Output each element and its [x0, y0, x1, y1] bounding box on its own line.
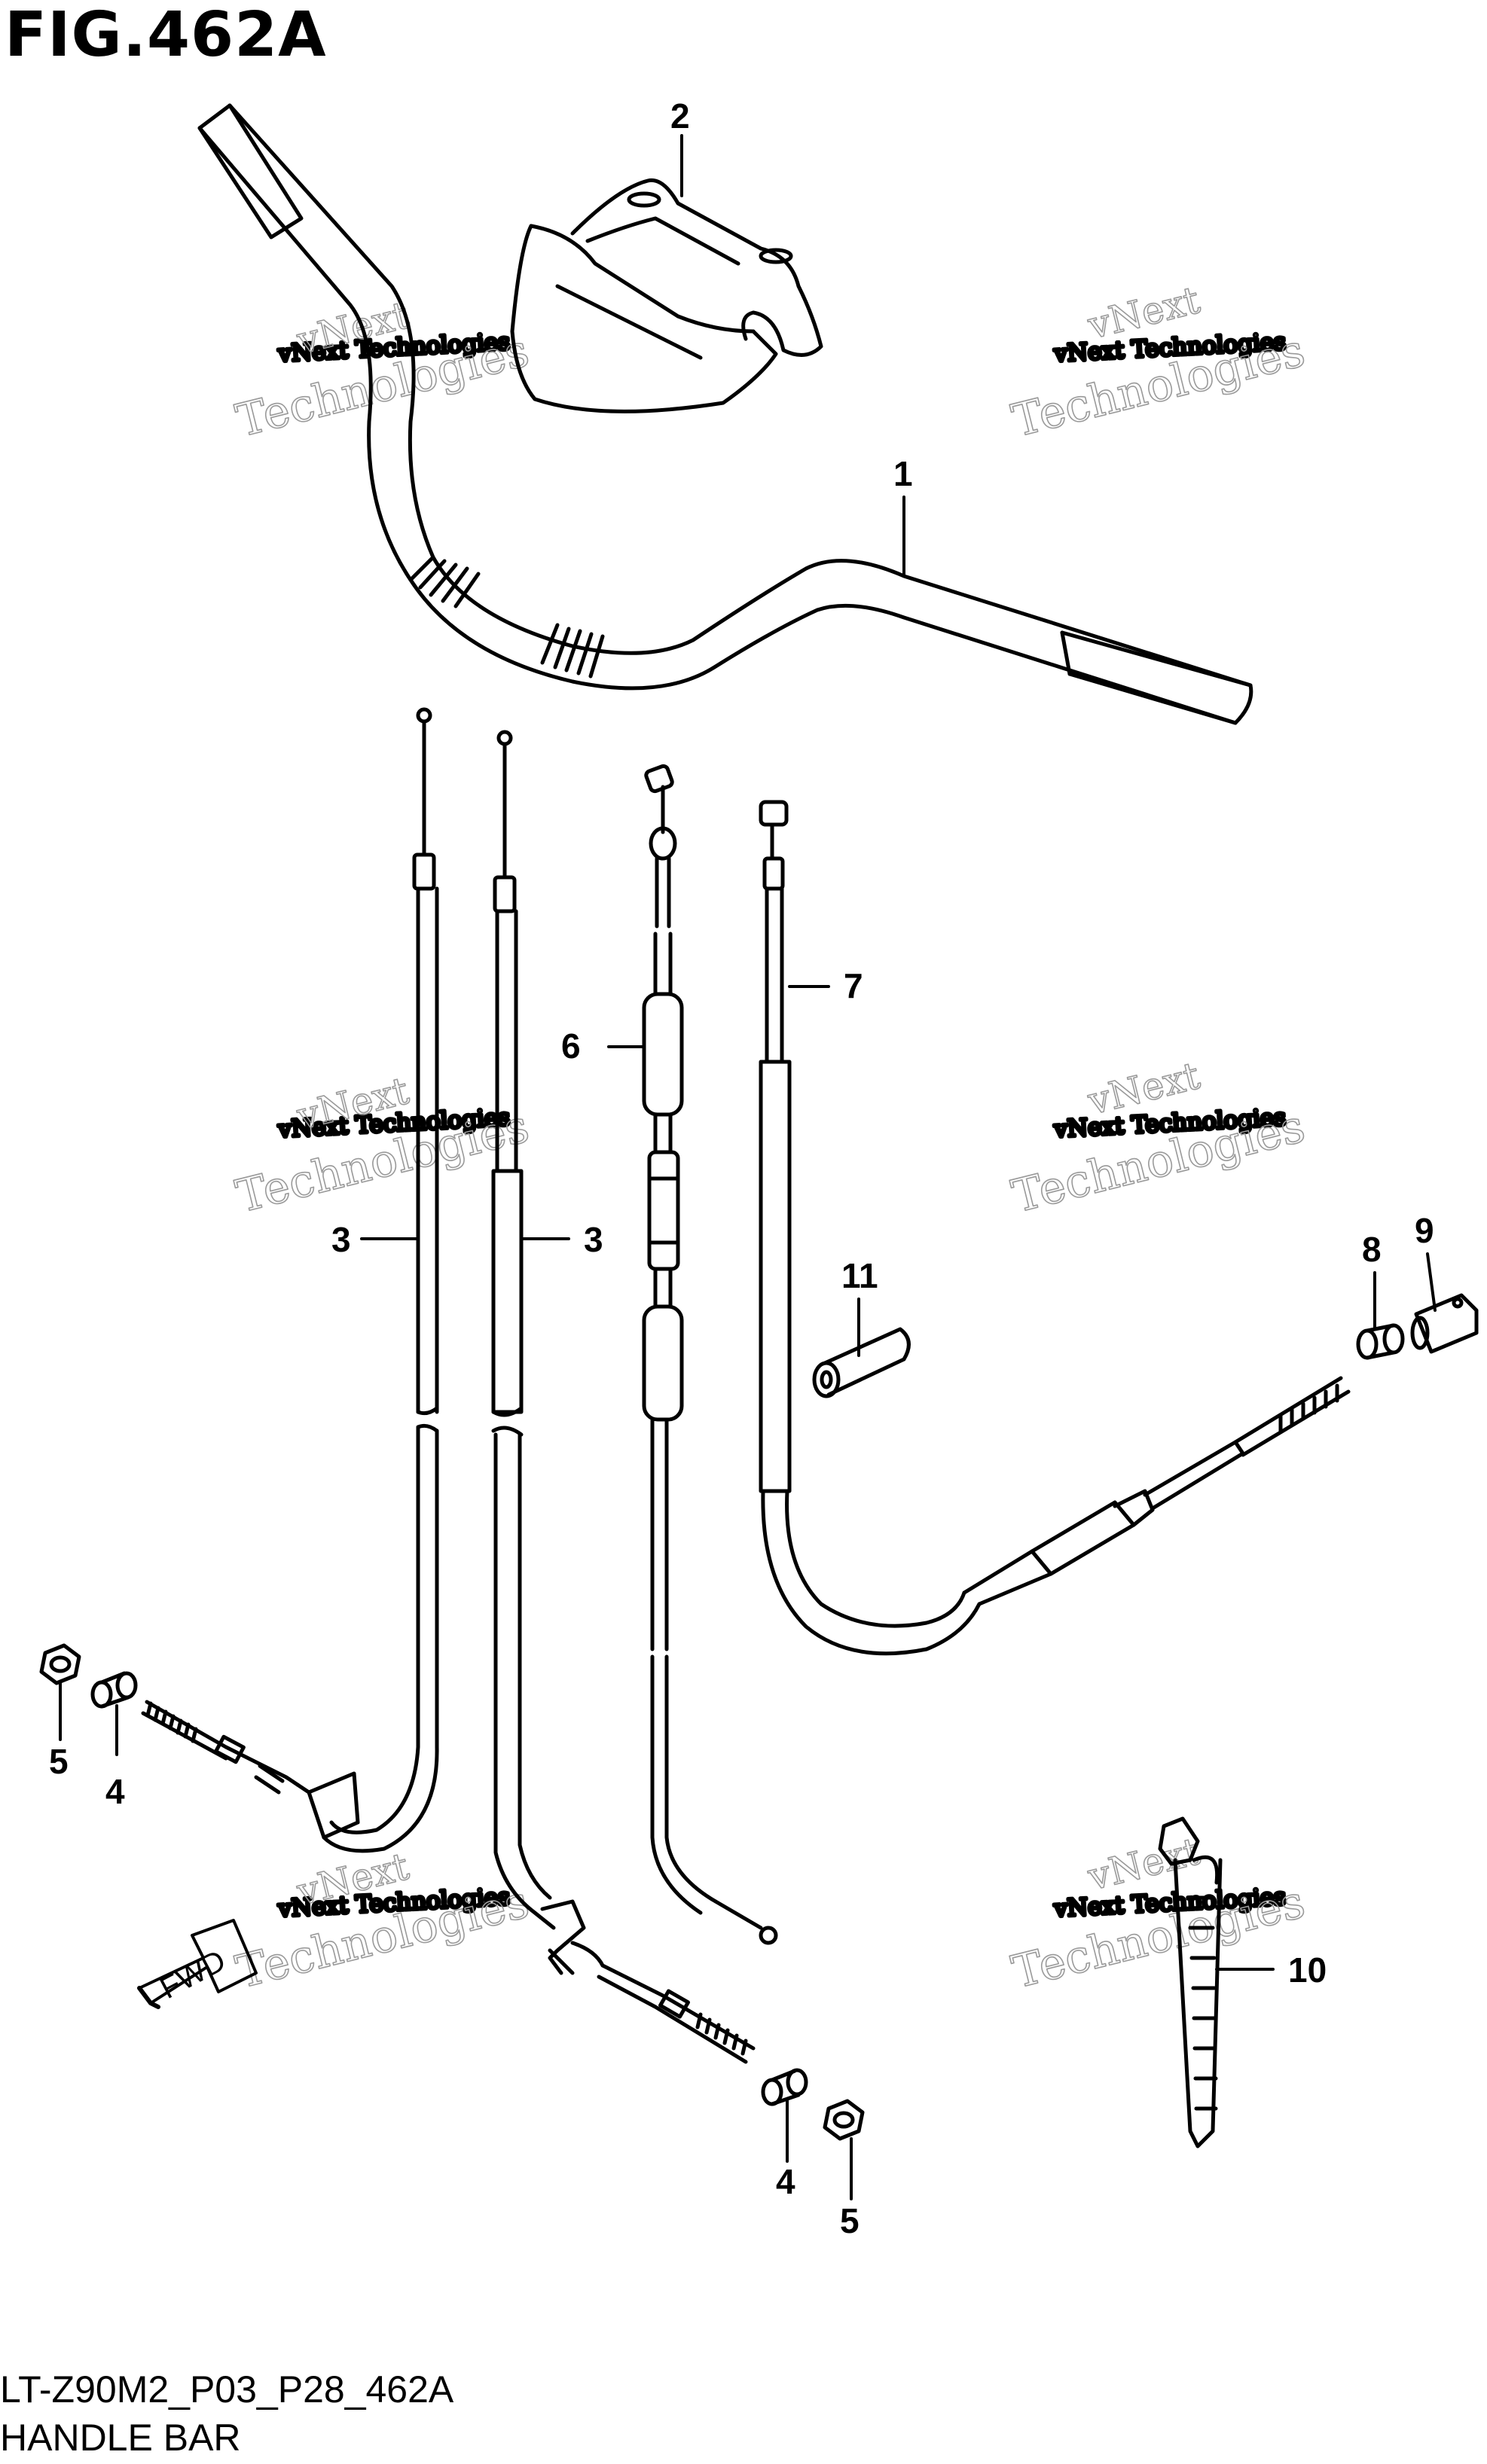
watermark-group-5: vNext Technologies vNext Technologies	[231, 1843, 535, 1999]
leader-lines	[59, 134, 1437, 2200]
callout-9: 9	[1415, 1211, 1434, 1250]
callout-3-right: 3	[584, 1220, 603, 1259]
handlebar	[197, 103, 1253, 725]
figure-code: LT-Z90M2_P03_P28_462A	[0, 2368, 454, 2411]
watermark-group-3: vNext Technologies vNext Technologies	[231, 1068, 535, 1224]
cable-end-fitting	[1410, 1293, 1479, 1354]
figure-title: FIG.462A	[5, 0, 327, 71]
throttle-cable-left	[141, 707, 439, 1853]
watermark-group-4: vNext Technologies vNext Technologies	[1006, 1053, 1311, 1224]
brake-cable	[759, 800, 1351, 1656]
nut-left	[39, 1643, 81, 1685]
choke-cable	[642, 764, 778, 1945]
callout-5-left: 5	[49, 1742, 69, 1781]
watermark-group-1: vNext Technologies vNext Technologies	[231, 292, 535, 448]
callout-11: 11	[841, 1256, 878, 1295]
nut-right	[823, 2099, 865, 2141]
watermark-group-6: vNext Technologies vNext Technologies	[1006, 1828, 1311, 1999]
handlebar-cover	[510, 178, 823, 413]
callout-2: 2	[670, 96, 690, 136]
cable-adjuster	[1356, 1323, 1405, 1360]
callout-7: 7	[844, 966, 863, 1005]
callout-8: 8	[1362, 1230, 1382, 1269]
watermark-group-2: vNext Technologies vNext Technologies	[1006, 277, 1311, 448]
figure-name: HANDLE BAR	[0, 2417, 241, 2459]
callout-3-left: 3	[331, 1220, 351, 1259]
callout-1: 1	[893, 454, 913, 493]
fwd-label: FWD	[155, 1944, 231, 2005]
cable-protector	[812, 1327, 911, 1398]
cable-tie	[1158, 1816, 1223, 2148]
collar-left	[90, 1671, 138, 1709]
callout-6: 6	[561, 1026, 581, 1066]
callout-4-left: 4	[105, 1772, 125, 1811]
callout-4-right: 4	[776, 2162, 795, 2201]
throttle-cable-right	[491, 730, 756, 2064]
callout-5-right: 5	[840, 2201, 860, 2240]
callout-numbers: 1 2 3 3 4 4 5 5 6 7 8 9 10 11	[49, 96, 1434, 2240]
callout-10: 10	[1288, 1950, 1327, 1990]
collar-right	[761, 2068, 808, 2106]
